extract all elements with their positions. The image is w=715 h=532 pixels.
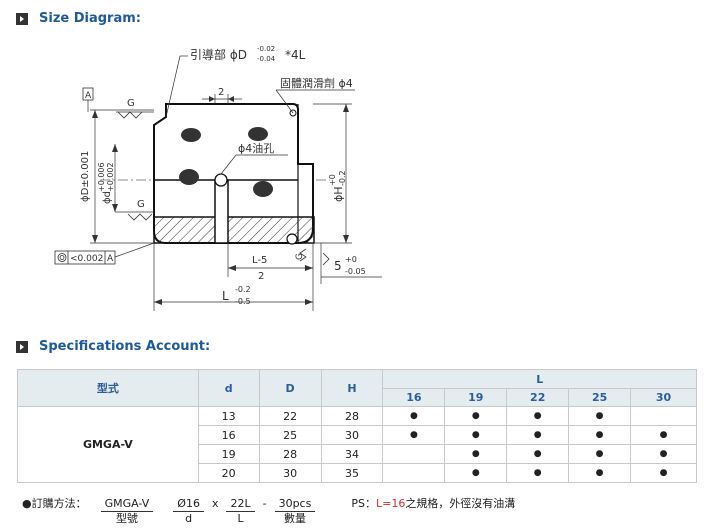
svg-text:5: 5 — [334, 259, 342, 273]
svg-text:-0.05: -0.05 — [345, 267, 366, 276]
svg-text:+0: +0 — [328, 174, 337, 186]
svg-text:ϕd: ϕd — [102, 191, 113, 204]
order-model: GMGA-V 型號 — [100, 497, 154, 526]
table-row: 19 28 34 ● ● ● ● — [18, 444, 697, 464]
cell-mark: ● — [506, 444, 570, 464]
cell-mark: ● — [568, 425, 632, 445]
header-L-25: 25 — [568, 388, 632, 407]
cell-mark: ● — [444, 425, 508, 445]
svg-text:2: 2 — [258, 271, 264, 282]
header-L: L — [382, 369, 697, 389]
table-row: GMGA-V 13 22 28 ● ● ● ● — [17, 406, 697, 483]
header-L-30: 30 — [630, 388, 697, 407]
oil-hole-callout: ϕ4油孔 — [238, 141, 274, 155]
cell-mark: ● — [444, 463, 508, 483]
specifications-title: Specifications Account: — [39, 339, 211, 354]
cell-mark: ● — [506, 406, 570, 426]
header-type: 型式 — [17, 369, 199, 407]
d-dimension: ϕd +0.006 +0.002 — [97, 162, 115, 204]
H-dimension: ϕH +0 -0.2 — [328, 170, 347, 202]
svg-text:-0.5: -0.5 — [235, 297, 251, 306]
order-label: ●訂購方法： — [22, 497, 87, 510]
svg-text:L: L — [222, 289, 229, 303]
order-times: x — [211, 497, 219, 510]
cell-mark: ● — [568, 463, 632, 483]
arrow-right-icon — [16, 12, 28, 25]
size-diagram: ϕD±0.001 ϕd +0.006 +0.002 A G G <0.002 A… — [54, 45, 382, 311]
cell-mark: ● — [568, 406, 632, 426]
cell-H: 34 — [320, 444, 384, 464]
cell-mark: ● — [444, 406, 508, 426]
size-diagram-heading: Size Diagram: — [16, 11, 141, 26]
cell-H: 30 — [320, 425, 384, 445]
cell-mark: ● — [568, 444, 632, 464]
cell-H: 35 — [320, 463, 384, 483]
cell-D: 30 — [258, 463, 322, 483]
order-qty: 30pcs 數量 — [274, 497, 316, 526]
cell-mark: ● — [630, 425, 697, 445]
cell-mark: ● — [630, 463, 697, 483]
header-d: d — [197, 369, 260, 407]
cell-d: 13 — [197, 406, 260, 426]
L-dimension: L -0.2 -0.5 — [222, 285, 251, 306]
ps-highlight: L=16 — [375, 497, 406, 510]
order-L: 22L L — [226, 497, 255, 526]
cell-D: 22 — [258, 406, 322, 426]
svg-text:ϕH: ϕH — [332, 186, 345, 202]
cell-mark — [630, 406, 697, 426]
svg-text:-0.02: -0.02 — [257, 45, 275, 53]
finish-G-top: G — [127, 98, 135, 109]
cell-D: 25 — [258, 425, 322, 445]
spec-table: 型式 d D H L 16 19 22 25 30 GMGA-V 13 22 2… — [17, 369, 697, 483]
guide-callout: 引導部 ϕD -0.02 -0.04 *4L — [190, 45, 306, 63]
finish-G-right: G — [295, 253, 305, 260]
cell-H: 28 — [320, 406, 384, 426]
model-cell: GMGA-V — [17, 406, 199, 483]
header-D: D — [258, 369, 322, 407]
order-dash: - — [262, 497, 267, 510]
svg-text:L-5: L-5 — [252, 255, 267, 266]
cell-mark — [382, 444, 446, 464]
size-diagram-title: Size Diagram: — [39, 11, 141, 26]
svg-text:-0.04: -0.04 — [257, 55, 276, 63]
cell-mark: ● — [382, 425, 446, 445]
D-dimension: ϕD±0.001 — [80, 151, 91, 202]
concentricity-ref: A — [107, 254, 114, 264]
header-H: H — [320, 369, 384, 407]
ps-note: PS：L=16之規格，外徑沒有油溝 — [351, 497, 516, 510]
half-length-dimension: L-5 2 — [252, 255, 267, 282]
concentricity-value: <0.002 — [70, 254, 103, 264]
cell-d: 20 — [197, 463, 260, 483]
cell-d: 16 — [197, 425, 260, 445]
svg-text:+0: +0 — [345, 255, 357, 264]
header-L-19: 19 — [444, 388, 508, 407]
cell-mark: ● — [444, 444, 508, 464]
svg-text:*4L: *4L — [285, 48, 306, 62]
svg-text:+0.002: +0.002 — [106, 162, 115, 192]
specifications-heading: Specifications Account: — [16, 339, 210, 354]
table-row: 20 30 35 ● ● ● ● — [18, 463, 697, 483]
finish-G-mid: G — [137, 199, 145, 210]
lubricant-callout: 固體潤滑劑 ϕ4 — [280, 76, 353, 90]
lubricant-plugs — [179, 127, 273, 197]
cell-d: 19 — [197, 444, 260, 464]
header-L-22: 22 — [506, 388, 570, 407]
cell-mark: ● — [506, 425, 570, 445]
cell-mark: ● — [506, 463, 570, 483]
cell-mark: ● — [630, 444, 697, 464]
arrow-right-icon — [16, 340, 28, 353]
svg-text:引導部 ϕD: 引導部 ϕD — [190, 47, 247, 62]
order-d: Ø16 d — [173, 497, 204, 526]
svg-text:-0.2: -0.2 — [338, 170, 347, 186]
order-method: ●訂購方法： GMGA-V 型號 Ø16 d x 22L L - 30pcs 數… — [22, 497, 515, 526]
datum-A: A — [85, 91, 92, 101]
depth-dimension: 5 +0 -0.05 — [334, 255, 366, 276]
cell-mark: ● — [382, 406, 446, 426]
dim-2: 2 — [218, 87, 224, 98]
header-L-16: 16 — [382, 388, 446, 407]
svg-text:+0.006: +0.006 — [97, 162, 106, 192]
cell-D: 28 — [258, 444, 322, 464]
svg-text:-0.2: -0.2 — [235, 285, 251, 294]
cell-mark — [382, 463, 446, 483]
